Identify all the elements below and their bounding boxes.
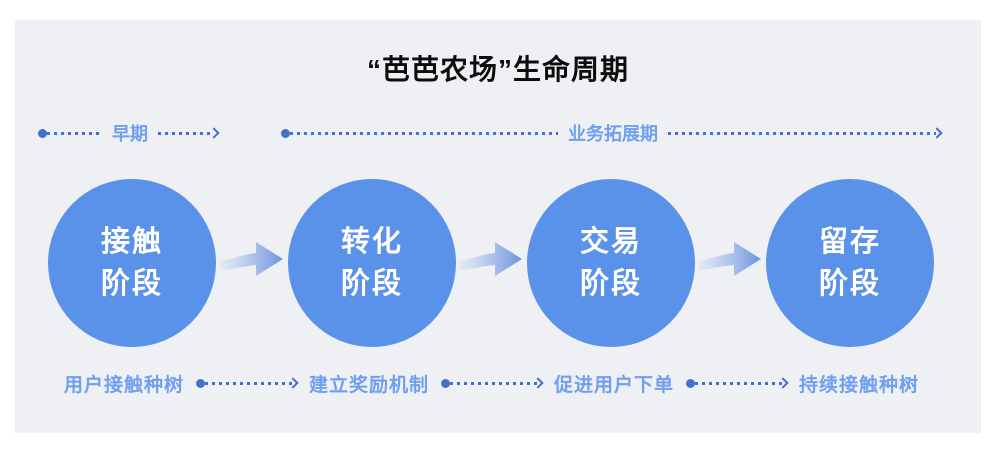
dotted-line — [47, 131, 102, 135]
arrow-chevron-icon — [208, 127, 220, 139]
timeline-phase-label: 业务拓展期 — [568, 124, 658, 144]
timeline-start-dot — [281, 128, 290, 138]
stage-circle-transaction: 交易 阶段 — [527, 179, 695, 347]
stage-name-line1: 接触 — [100, 225, 163, 258]
dot — [441, 378, 451, 388]
action-label-conversion: 建立奖励机制 — [309, 374, 430, 396]
flow-arrow-icon — [220, 242, 283, 276]
stage-name-line1: 转化 — [340, 225, 403, 258]
action-label-retention: 持续接触种树 — [799, 374, 920, 396]
dotted-line — [450, 381, 537, 385]
stage-circle-retention: 留存 阶段 — [766, 179, 934, 347]
timeline-phase-label: 早期 — [112, 124, 148, 144]
diagram-panel: “芭芭农场”生命周期 早期 业务拓展期 接触 阶段 转化 阶段 交易 阶段 留存… — [15, 20, 981, 433]
diagram-title: “芭芭农场”生命周期 — [366, 54, 629, 85]
dotted-line — [205, 381, 292, 385]
stage-name-line2: 阶段 — [818, 268, 881, 300]
dotted-line — [668, 131, 936, 135]
flow-arrow-icon — [459, 242, 522, 276]
dot — [686, 378, 696, 388]
timeline-start-dot — [38, 128, 47, 138]
dotted-line — [695, 381, 782, 385]
dotted-line — [290, 131, 558, 135]
timeline-phase-early: 早期 — [38, 124, 220, 144]
timeline-phase-expansion: 业务拓展期 — [281, 124, 943, 144]
action-label-transaction: 促进用户下单 — [554, 374, 675, 396]
dot — [196, 378, 206, 388]
arrow-chevron-icon — [287, 377, 299, 389]
arrow-chevron-icon — [777, 377, 789, 389]
stage-name-line2: 阶段 — [579, 268, 642, 300]
dotted-arrow — [441, 376, 544, 390]
stage-name-line2: 阶段 — [100, 268, 163, 300]
stage-circle-contact: 接触 阶段 — [48, 179, 216, 347]
stage-name-line2: 阶段 — [340, 268, 403, 300]
stage-name-line1: 交易 — [579, 225, 642, 258]
action-label-contact: 用户接触种树 — [64, 374, 185, 396]
arrow-chevron-icon — [931, 127, 943, 139]
flow-arrow-icon — [698, 242, 761, 276]
dotted-arrow — [686, 376, 789, 390]
dotted-arrow — [196, 376, 299, 390]
arrow-chevron-icon — [532, 377, 544, 389]
stage-circle-conversion: 转化 阶段 — [288, 179, 456, 347]
dotted-line — [158, 131, 213, 135]
stage-name-line1: 留存 — [818, 225, 881, 258]
actions-row: 用户接触种树 建立奖励机制 促进用户下单 持续接触种树 — [64, 370, 919, 396]
